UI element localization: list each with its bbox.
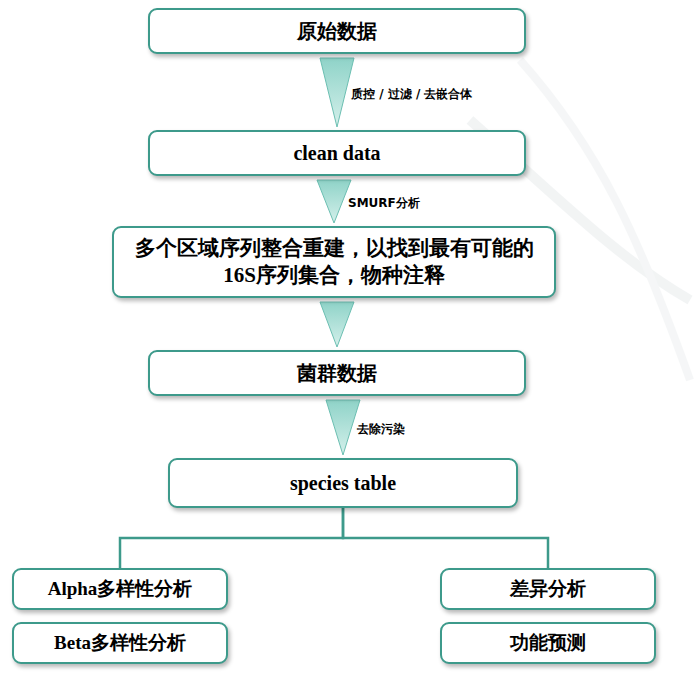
box-text: 原始数据 bbox=[297, 18, 377, 44]
process-box: 差异分析 bbox=[440, 568, 656, 610]
process-box: Beta多样性分析 bbox=[12, 622, 228, 664]
process-box: 原始数据 bbox=[148, 8, 526, 54]
box-text: species table bbox=[290, 470, 396, 496]
tree-connector bbox=[343, 508, 548, 568]
process-box: clean data bbox=[148, 130, 526, 176]
step-label: 去除污染 bbox=[355, 422, 407, 436]
process-box: Alpha多样性分析 bbox=[12, 568, 228, 610]
step-label: 质控 / 过滤 / 去嵌合体 bbox=[349, 87, 474, 101]
box-text: clean data bbox=[293, 140, 380, 166]
box-text: 多个区域序列整合重建，以找到最有可能的16S序列集合，物种注释 bbox=[124, 235, 544, 290]
box-text: Alpha多样性分析 bbox=[48, 577, 193, 602]
flow-arrow bbox=[320, 302, 354, 347]
background-decoration bbox=[470, 60, 690, 380]
process-box: 菌群数据 bbox=[148, 350, 526, 396]
process-box: 功能预测 bbox=[440, 622, 656, 664]
box-text: Beta多样性分析 bbox=[54, 631, 186, 656]
box-text: 差异分析 bbox=[510, 577, 586, 602]
box-text: 菌群数据 bbox=[297, 360, 377, 386]
step-label: SMURF分析 bbox=[346, 196, 422, 210]
tree-connector bbox=[120, 508, 343, 568]
process-box: 多个区域序列整合重建，以找到最有可能的16S序列集合，物种注释 bbox=[112, 226, 556, 298]
box-text: 功能预测 bbox=[510, 631, 586, 656]
process-box: species table bbox=[168, 458, 518, 508]
